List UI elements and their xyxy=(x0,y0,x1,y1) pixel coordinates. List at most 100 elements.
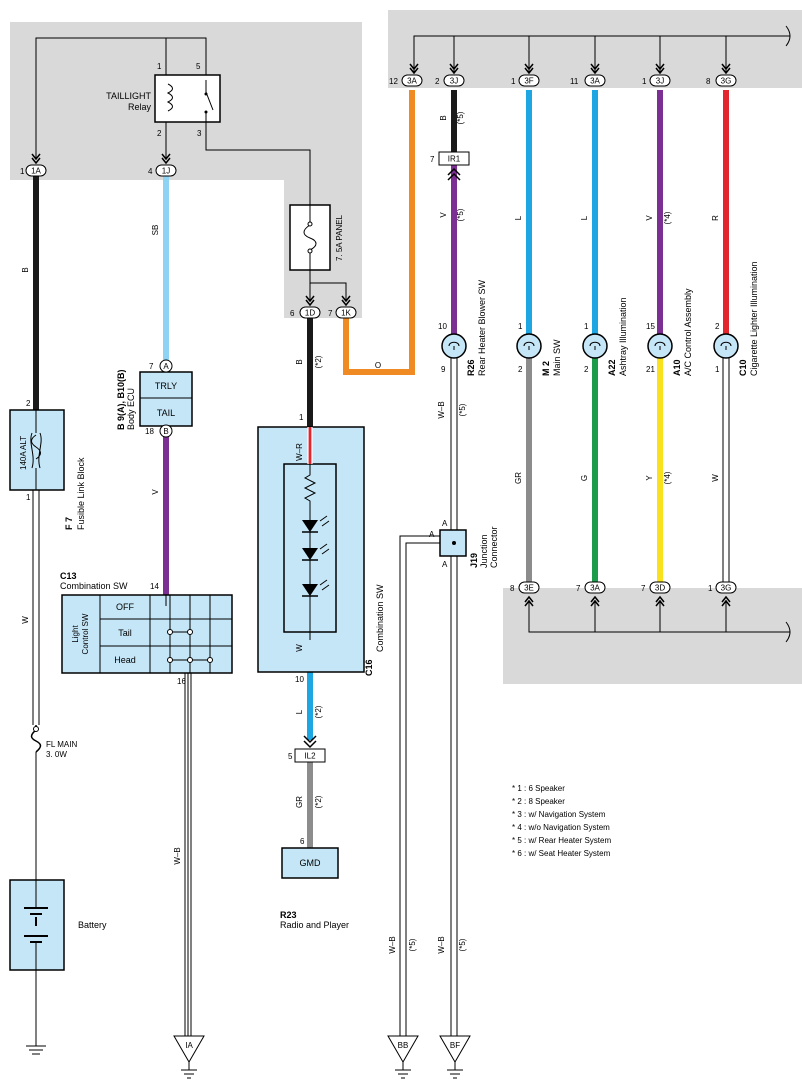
pin: 5 xyxy=(288,752,293,761)
ground-bb: BB xyxy=(398,1041,409,1050)
battery-label: Battery xyxy=(78,920,107,930)
footnotes: * 1 : 6 Speaker * 2 : 8 Speaker * 3 : w/… xyxy=(512,784,611,858)
ground-bf: BF xyxy=(450,1041,460,1050)
connector-b: B xyxy=(163,427,168,436)
fuse-panel-label: 7. 5A PANEL xyxy=(335,214,344,261)
wire-label: W xyxy=(711,474,720,482)
wire-label: L xyxy=(514,215,523,220)
pin: 2 xyxy=(518,365,523,374)
a10-name: A/C Control Assembly xyxy=(683,288,693,376)
pin: 8 xyxy=(510,584,515,593)
pin: 10 xyxy=(438,322,447,331)
connector-3j-top: 3J xyxy=(450,77,458,86)
wire-label: (*4) xyxy=(663,211,672,224)
pin: 7 xyxy=(328,309,333,318)
r23-code: R23 xyxy=(280,910,297,920)
c10-name: Cigarette Lighter Illumination xyxy=(749,261,759,376)
connector-3e: 3E xyxy=(524,584,534,593)
wire-label: GR xyxy=(514,472,523,484)
c10-code: C10 xyxy=(738,359,748,376)
pin: 9 xyxy=(441,365,446,374)
note-1: * 1 : 6 Speaker xyxy=(512,784,565,793)
pin: 8 xyxy=(706,77,711,86)
pin: 1 xyxy=(157,62,162,71)
pin: 18 xyxy=(145,427,154,436)
pin: 7 xyxy=(149,362,154,371)
pin: 1 xyxy=(708,584,713,593)
pin: 1 xyxy=(26,493,31,502)
a22-code: A22 xyxy=(607,359,617,376)
pin: 7 xyxy=(641,584,646,593)
connector-3d: 3D xyxy=(655,584,665,593)
wire-label: G xyxy=(580,475,589,481)
connector-3a-bot: 3A xyxy=(590,584,600,593)
wire-label: O xyxy=(375,361,381,370)
wire-label: W–B xyxy=(388,936,397,953)
radio-and-player xyxy=(281,847,339,879)
gmd-label: GMD xyxy=(300,858,321,868)
flmain-label: FL MAIN xyxy=(46,740,77,749)
wire-label: B xyxy=(439,115,448,120)
a10-code: A10 xyxy=(672,359,682,376)
ground-ia: IA xyxy=(185,1041,193,1050)
wire-label: B xyxy=(21,267,30,272)
pin: 2 xyxy=(584,365,589,374)
wire-label: W xyxy=(295,644,304,652)
c13-head: Head xyxy=(114,655,136,665)
m2-code: M 2 xyxy=(541,361,551,376)
wire-label: (*5) xyxy=(456,111,465,124)
c13-light: Light xyxy=(71,625,80,643)
connector-1k: 1K xyxy=(341,309,351,318)
wire-label: B xyxy=(295,359,304,364)
wire-label: V xyxy=(645,215,654,221)
connector-3g-bot: 3G xyxy=(721,584,732,593)
wire-label: (*5) xyxy=(408,938,417,951)
wire-label: W–B xyxy=(437,936,446,953)
wire-label: Y xyxy=(645,475,654,481)
wire-label: (*2) xyxy=(314,355,323,368)
c13-control: Control SW xyxy=(81,613,90,654)
ecu-trly: TRLY xyxy=(155,381,177,391)
ground-symbols xyxy=(173,1035,471,1064)
c13-tail: Tail xyxy=(118,628,132,638)
connector-a: A xyxy=(163,362,169,371)
pin: 3 xyxy=(197,129,202,138)
wire-label: (*5) xyxy=(458,403,467,416)
note-4: * 4 : w/o Navigation System xyxy=(512,823,610,832)
c16-code: C16 xyxy=(364,659,374,676)
connector-ir1: IR1 xyxy=(448,155,461,164)
f7-name: Fusible Link Block xyxy=(76,457,86,530)
pin: 1 xyxy=(511,77,516,86)
pin: 4 xyxy=(148,167,153,176)
pin: 7 xyxy=(576,584,581,593)
m2-name: Main SW xyxy=(552,339,562,376)
relay-sub: Relay xyxy=(128,102,152,112)
connector-1d: 1D xyxy=(305,309,315,318)
taillight-relay xyxy=(154,74,221,123)
pin: 11 xyxy=(570,77,579,86)
wire-label: GR xyxy=(295,796,304,808)
note-2: * 2 : 8 Speaker xyxy=(512,797,565,806)
wire-label: V xyxy=(151,489,160,495)
connector-3g-top: 3G xyxy=(721,77,732,86)
wire-label: L xyxy=(580,215,589,220)
pin: 1 xyxy=(584,322,589,331)
note-3: * 3 : w/ Navigation System xyxy=(512,810,606,819)
pin: 7 xyxy=(430,155,435,164)
connector-il2: IL2 xyxy=(304,752,316,761)
pin: 1 xyxy=(518,322,523,331)
wire-label: (*4) xyxy=(663,471,672,484)
pin: 2 xyxy=(157,129,162,138)
pin: 10 xyxy=(295,675,304,684)
pin: 1 xyxy=(642,77,647,86)
connector-1j: 1J xyxy=(162,167,170,176)
f7-code: F 7 xyxy=(64,517,74,530)
wire-label: V xyxy=(439,212,448,218)
flmain-value: 3. 0W xyxy=(46,750,67,759)
c16-name: Combination SW xyxy=(375,584,385,652)
wire-label: SB xyxy=(151,225,160,236)
f7-alt: 140A ALT xyxy=(19,436,28,470)
ecu-tail: TAIL xyxy=(157,408,175,418)
wire-label: L xyxy=(295,709,304,714)
